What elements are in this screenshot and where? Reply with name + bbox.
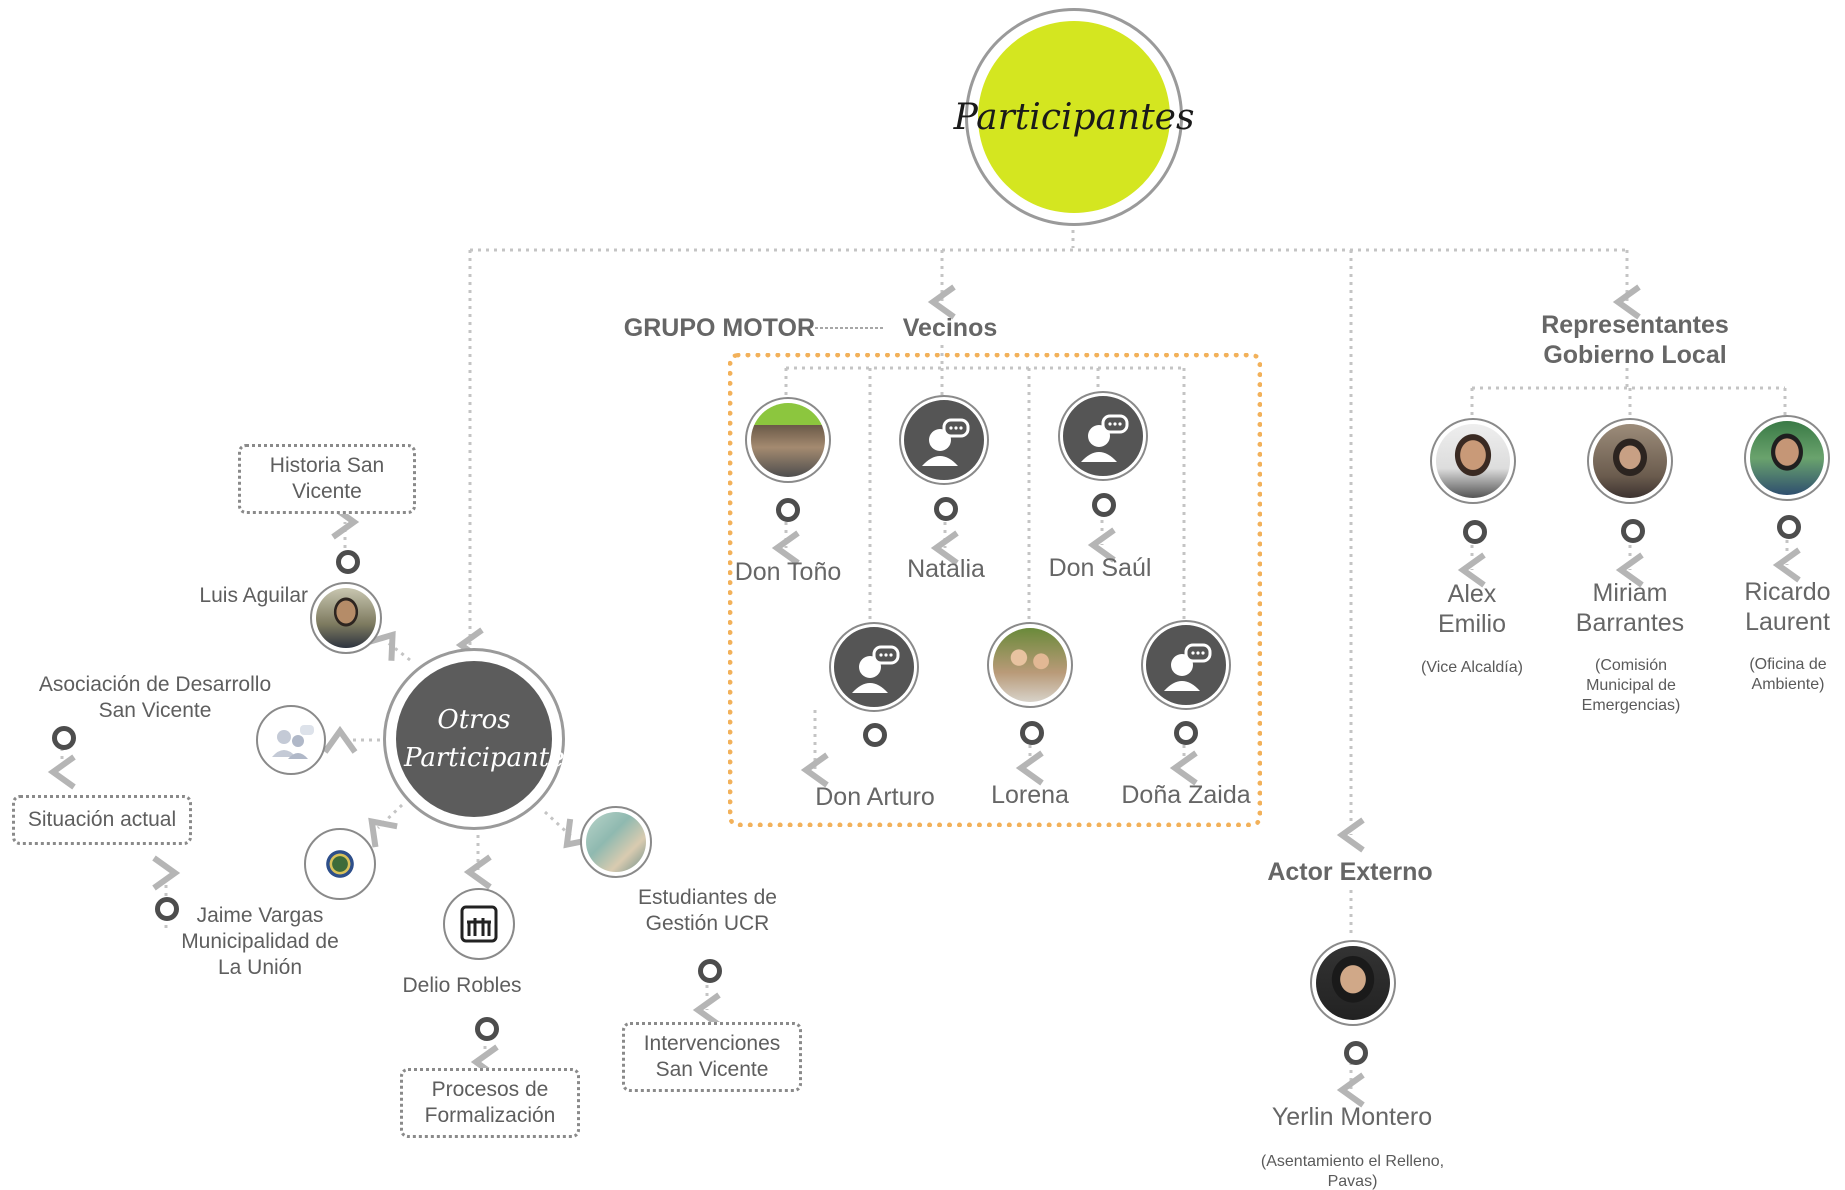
yerlin-montero-name: Yerlin Montero <box>1271 1103 1433 1131</box>
don-tono-node <box>776 498 800 522</box>
luis-aguilar-name: Luis Aguilar <box>199 584 308 607</box>
delio-robles-name: Delio Robles <box>402 974 522 997</box>
natalia-name: Natalia <box>907 555 985 583</box>
estudiantes-ucr-node <box>698 959 722 983</box>
estudiantes-ucr-photo <box>580 806 652 878</box>
asociacion-node <box>52 726 76 750</box>
ricardo-laurent-photo <box>1744 415 1830 501</box>
vecinos-label: Vecinos <box>902 314 998 342</box>
estudiantes-ucr-name: Estudiantes de Gestión UCR <box>638 886 777 935</box>
actor-externo-label: Actor Externo <box>1267 858 1433 886</box>
representantes-label: Representantes Gobierno Local <box>1541 311 1729 369</box>
don-tono-photo <box>745 397 831 483</box>
alex-emilio-node <box>1463 520 1487 544</box>
luis-aguilar-node <box>336 550 360 574</box>
asociacion-name: Asociación de Desarrollo San Vicente <box>38 673 272 722</box>
don-saul-chat-icon <box>1060 393 1146 479</box>
jaime-vargas-name: Jaime Vargas Municipalidad de La Unión <box>181 904 339 979</box>
don-tono-name: Don Toño <box>734 558 842 586</box>
dona-zaida-name: Doña Zaida <box>1121 781 1251 809</box>
otros-participantes-title: Otros Participantes <box>404 705 578 773</box>
alex-emilio-name: Alex Emilio <box>1437 580 1507 638</box>
dona-zaida-chat-icon <box>1143 622 1229 708</box>
ricardo-laurent-role: (Oficina de Ambiente) <box>1749 656 1827 693</box>
dona-zaida-node <box>1174 721 1198 745</box>
lorena-node <box>1020 721 1044 745</box>
historia-san-vicente-box: Historia San Vicente <box>238 444 416 514</box>
miriam-barrantes-name: Miriam Barrantes <box>1575 579 1685 637</box>
otros-participantes-hub: Otros Participantes <box>383 648 578 830</box>
alex-emilio-role: (Vice Alcaldía) <box>1421 659 1523 676</box>
miriam-barrantes-photo <box>1587 418 1673 504</box>
municipalidad-seal <box>304 828 376 900</box>
don-arturo-chat-icon <box>831 624 917 710</box>
don-saul-node <box>1092 493 1116 517</box>
don-saul-name: Don Saúl <box>1048 554 1152 582</box>
delio-robles-node <box>475 1017 499 1041</box>
luis-aguilar-photo <box>310 582 382 654</box>
natalia-node <box>934 497 958 521</box>
miriam-barrantes-role: (Comisión Municipal de Emergencias) <box>1581 657 1681 714</box>
ricardo-laurent-node <box>1777 515 1801 539</box>
asociacion-group-icon <box>256 705 326 775</box>
don-arturo-node <box>863 723 887 747</box>
lorena-photo <box>987 622 1073 708</box>
yerlin-montero-role: (Asentamiento el Relleno, Pavas) <box>1260 1153 1445 1190</box>
natalia-chat-icon <box>901 397 987 483</box>
alex-emilio-photo <box>1430 418 1516 504</box>
procesos-formalizacion-box: Procesos de Formalización <box>400 1068 580 1138</box>
situacion-actual-box: Situación actual <box>12 795 192 845</box>
yerlin-montero-node <box>1344 1041 1368 1065</box>
vecinos-group-box <box>728 353 1262 827</box>
participantes-title: Participantes <box>953 96 1195 138</box>
don-arturo-name: Don Arturo <box>815 783 935 811</box>
ricardo-laurent-name: Ricardo Laurent <box>1744 578 1831 636</box>
jaime-vargas-node <box>155 897 179 921</box>
lorena-name: Lorena <box>991 781 1069 809</box>
yerlin-montero-photo <box>1310 940 1396 1026</box>
participantes-hub: Participantes <box>954 8 1194 226</box>
delio-robles-icon <box>443 888 515 960</box>
miriam-barrantes-node <box>1621 519 1645 543</box>
grupo-motor-label: GRUPO MOTOR <box>623 314 815 342</box>
intervenciones-san-vicente-box: Intervenciones San Vicente <box>622 1022 802 1092</box>
